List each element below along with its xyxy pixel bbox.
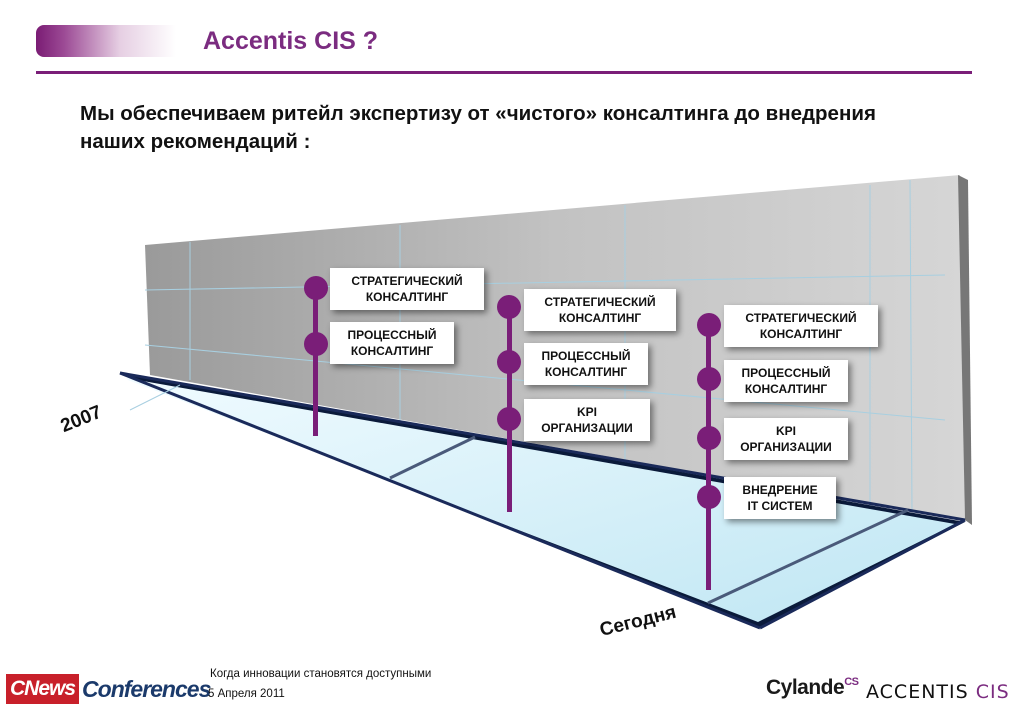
cnews-logo-mark: CNews (6, 674, 80, 704)
timeline-wall-edge (958, 175, 972, 525)
floor-right-edge (759, 518, 966, 630)
accentis-logo: ACCENTIS CIS (866, 681, 1010, 703)
accentis-logo-text: ACCENTIS (866, 681, 969, 703)
milestone-3-label-strategic: СТРАТЕГИЧЕСКИЙ КОНСАЛТИНГ (724, 305, 878, 347)
milestone-3-label-kpi: KPI ОРГАНИЗАЦИИ (724, 418, 848, 460)
milestone-dot (697, 485, 721, 509)
milestone-1-label-strategic: СТРАТЕГИЧЕСКИЙ КОНСАЛТИНГ (330, 268, 484, 310)
intro-text: Мы обеспечиваем ритейл экспертизу от «чи… (80, 102, 876, 153)
floor-divider-2 (707, 508, 909, 605)
timeline-floor-fill (126, 378, 955, 622)
milestone-dot (304, 276, 328, 300)
milestone-3-label-it: ВНЕДРЕНИЕ IT СИСТЕМ (724, 477, 836, 519)
milestone-dot (497, 295, 521, 319)
floor-front-edge (119, 371, 761, 630)
milestone-stem (706, 325, 711, 590)
milestone-2-label-kpi: KPI ОРГАНИЗАЦИИ (524, 399, 650, 441)
milestone-1 (304, 276, 328, 436)
footer-tagline: Когда инновации становятся доступными (210, 668, 432, 680)
footer-date: 5 Апреля 2011 (208, 688, 285, 700)
floor-start-line (129, 384, 181, 411)
milestone-dot (304, 332, 328, 356)
floor-divider-1 (389, 435, 476, 480)
milestone-stem (313, 288, 318, 436)
header-accent-bar (36, 25, 176, 57)
milestone-dot (697, 426, 721, 450)
accentis-logo-cis: CIS (975, 681, 1010, 703)
cylande-logo-text: Cylande (766, 676, 845, 699)
header-divider (36, 71, 972, 74)
cylande-logo-sup: CS (844, 676, 859, 688)
cnews-logo-text: Conferences (82, 675, 211, 702)
milestone-dot (497, 350, 521, 374)
milestone-3 (697, 313, 721, 590)
milestone-2-label-strategic: СТРАТЕГИЧЕСКИЙ КОНСАЛТИНГ (524, 289, 676, 331)
milestone-2 (497, 295, 521, 512)
cnews-conferences-logo: CNews Conferences (6, 674, 211, 704)
milestone-3-label-process: ПРОЦЕССНЫЙ КОНСАЛТИНГ (724, 360, 848, 402)
milestone-dot (497, 407, 521, 431)
cylande-logo: CylandeCS (766, 676, 859, 700)
page-title: Accentis CIS ? (203, 27, 379, 55)
milestone-2-label-process: ПРОЦЕССНЫЙ КОНСАЛТИНГ (524, 343, 648, 385)
milestone-dot (697, 313, 721, 337)
milestone-1-label-process: ПРОЦЕССНЫЙ КОНСАЛТИНГ (330, 322, 454, 364)
milestone-dot (697, 367, 721, 391)
